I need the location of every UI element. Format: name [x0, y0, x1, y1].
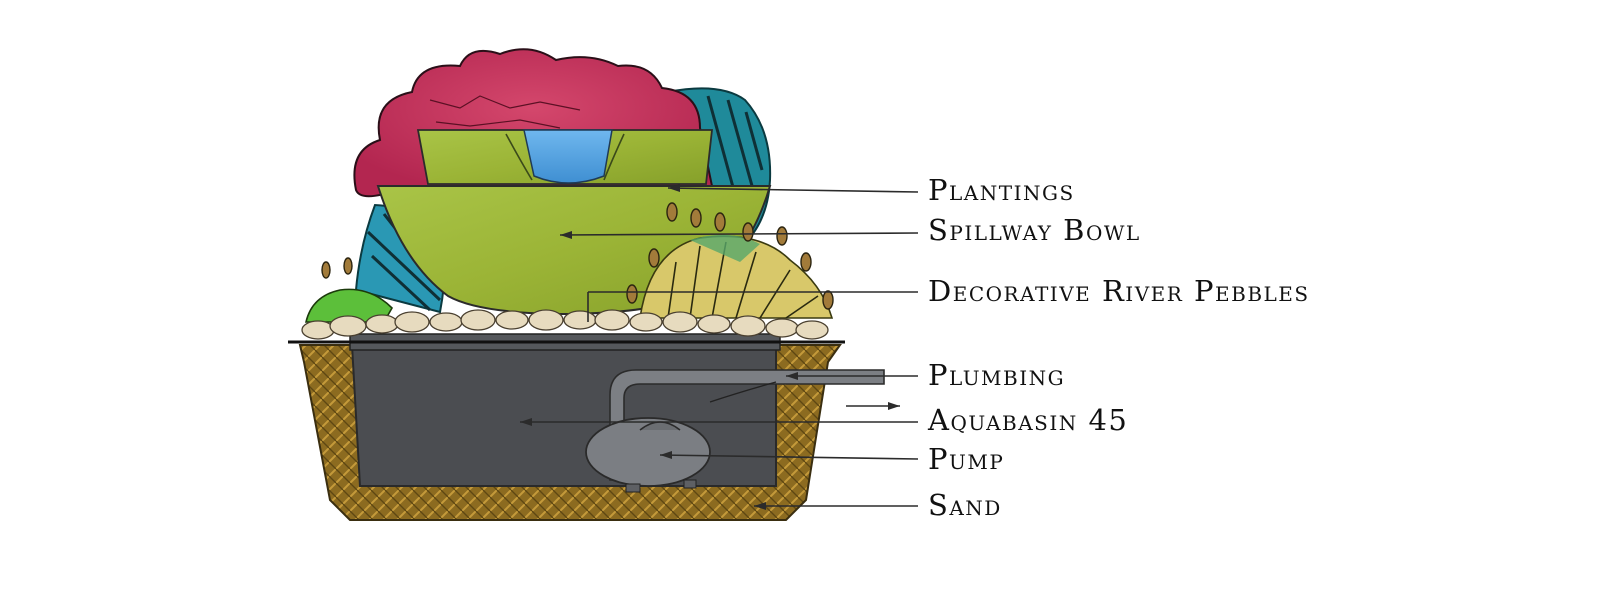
pump-shape — [585, 417, 711, 493]
spillway-water — [523, 129, 613, 184]
green-planting — [304, 288, 393, 323]
label-plumbing: Plumbing — [928, 358, 1065, 392]
aquabasin-shape — [350, 344, 777, 487]
label-plantings: Plantings — [928, 173, 1075, 207]
river-pebbles — [301, 309, 829, 340]
label-pump: Pump — [928, 442, 1004, 476]
label-sand: Sand — [928, 488, 1002, 522]
label-decorative-river-pebbles: Decorative River Pebbles — [928, 274, 1310, 308]
cattails — [321, 202, 834, 310]
leader-lines — [520, 184, 919, 510]
label-spillway-bowl: Spillway Bowl — [928, 213, 1141, 247]
label-aquabasin: Aquabasin 45 — [927, 403, 1128, 437]
plumbing-pipe — [609, 369, 885, 481]
